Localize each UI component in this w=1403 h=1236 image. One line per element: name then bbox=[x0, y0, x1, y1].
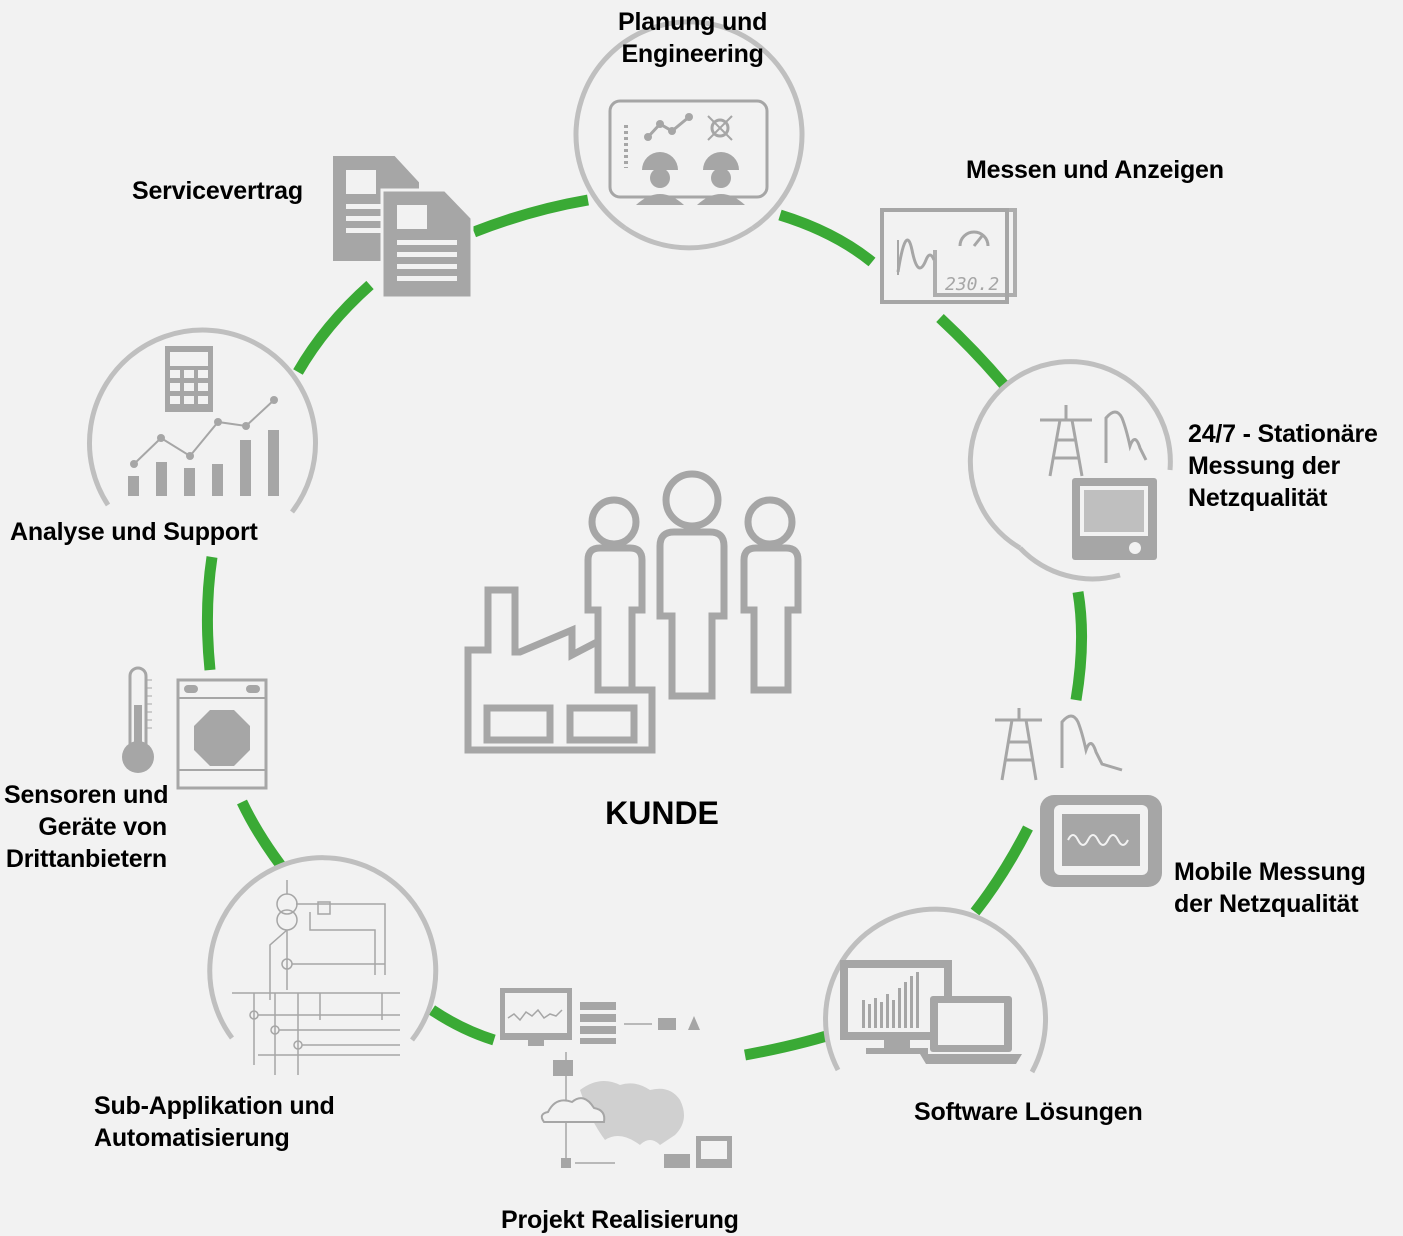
ring-segment bbox=[293, 280, 374, 375]
label-sensors-devices: Sensoren und Geräte von Drittanbietern bbox=[4, 781, 169, 873]
label-analysis-support: Analyse und Support bbox=[10, 518, 258, 546]
label-substation-automation: Sub-Applikation und Automatisierung bbox=[94, 1092, 335, 1152]
ring-segment bbox=[428, 1005, 496, 1046]
ring-segment bbox=[970, 825, 1033, 916]
analysis-support-icon bbox=[87, 327, 318, 514]
label-service-contract: Servicevertrag bbox=[132, 177, 303, 205]
label-project-realization: Projekt Realisierung bbox=[501, 1206, 739, 1234]
stationary-measurement-icon bbox=[967, 359, 1173, 582]
measure-display-icon: 230.2 bbox=[880, 208, 1017, 304]
substation-automation-icon bbox=[207, 855, 439, 1075]
customer-people-icon bbox=[584, 470, 802, 700]
ring-segment bbox=[1070, 591, 1088, 701]
ring-segment bbox=[471, 194, 589, 238]
planning-engineering-icon bbox=[573, 19, 805, 251]
label-mobile-measurement: Mobile Messung der Netzqualität bbox=[1174, 858, 1366, 918]
software-solutions-icon bbox=[823, 906, 1048, 1074]
mobile-measurement-icon bbox=[995, 708, 1162, 887]
project-realization-icon bbox=[500, 988, 732, 1168]
meter-reading: 230.2 bbox=[945, 274, 999, 295]
label-stationary-measurement: 24/7 - Stationäre Messung der Netzqualit… bbox=[1188, 420, 1378, 512]
label-planning-engineering: Planung und Engineering bbox=[618, 8, 768, 68]
service-contract-icon bbox=[331, 154, 474, 300]
ring-segment bbox=[201, 556, 218, 671]
ring-segment bbox=[778, 209, 876, 267]
sensors-devices-icon bbox=[122, 666, 268, 790]
center-label-customer: KUNDE bbox=[605, 795, 719, 831]
green-ring bbox=[201, 194, 1088, 1061]
label-software-solutions: Software Lösungen bbox=[914, 1098, 1143, 1126]
label-measure-display: Messen und Anzeigen bbox=[966, 156, 1224, 184]
